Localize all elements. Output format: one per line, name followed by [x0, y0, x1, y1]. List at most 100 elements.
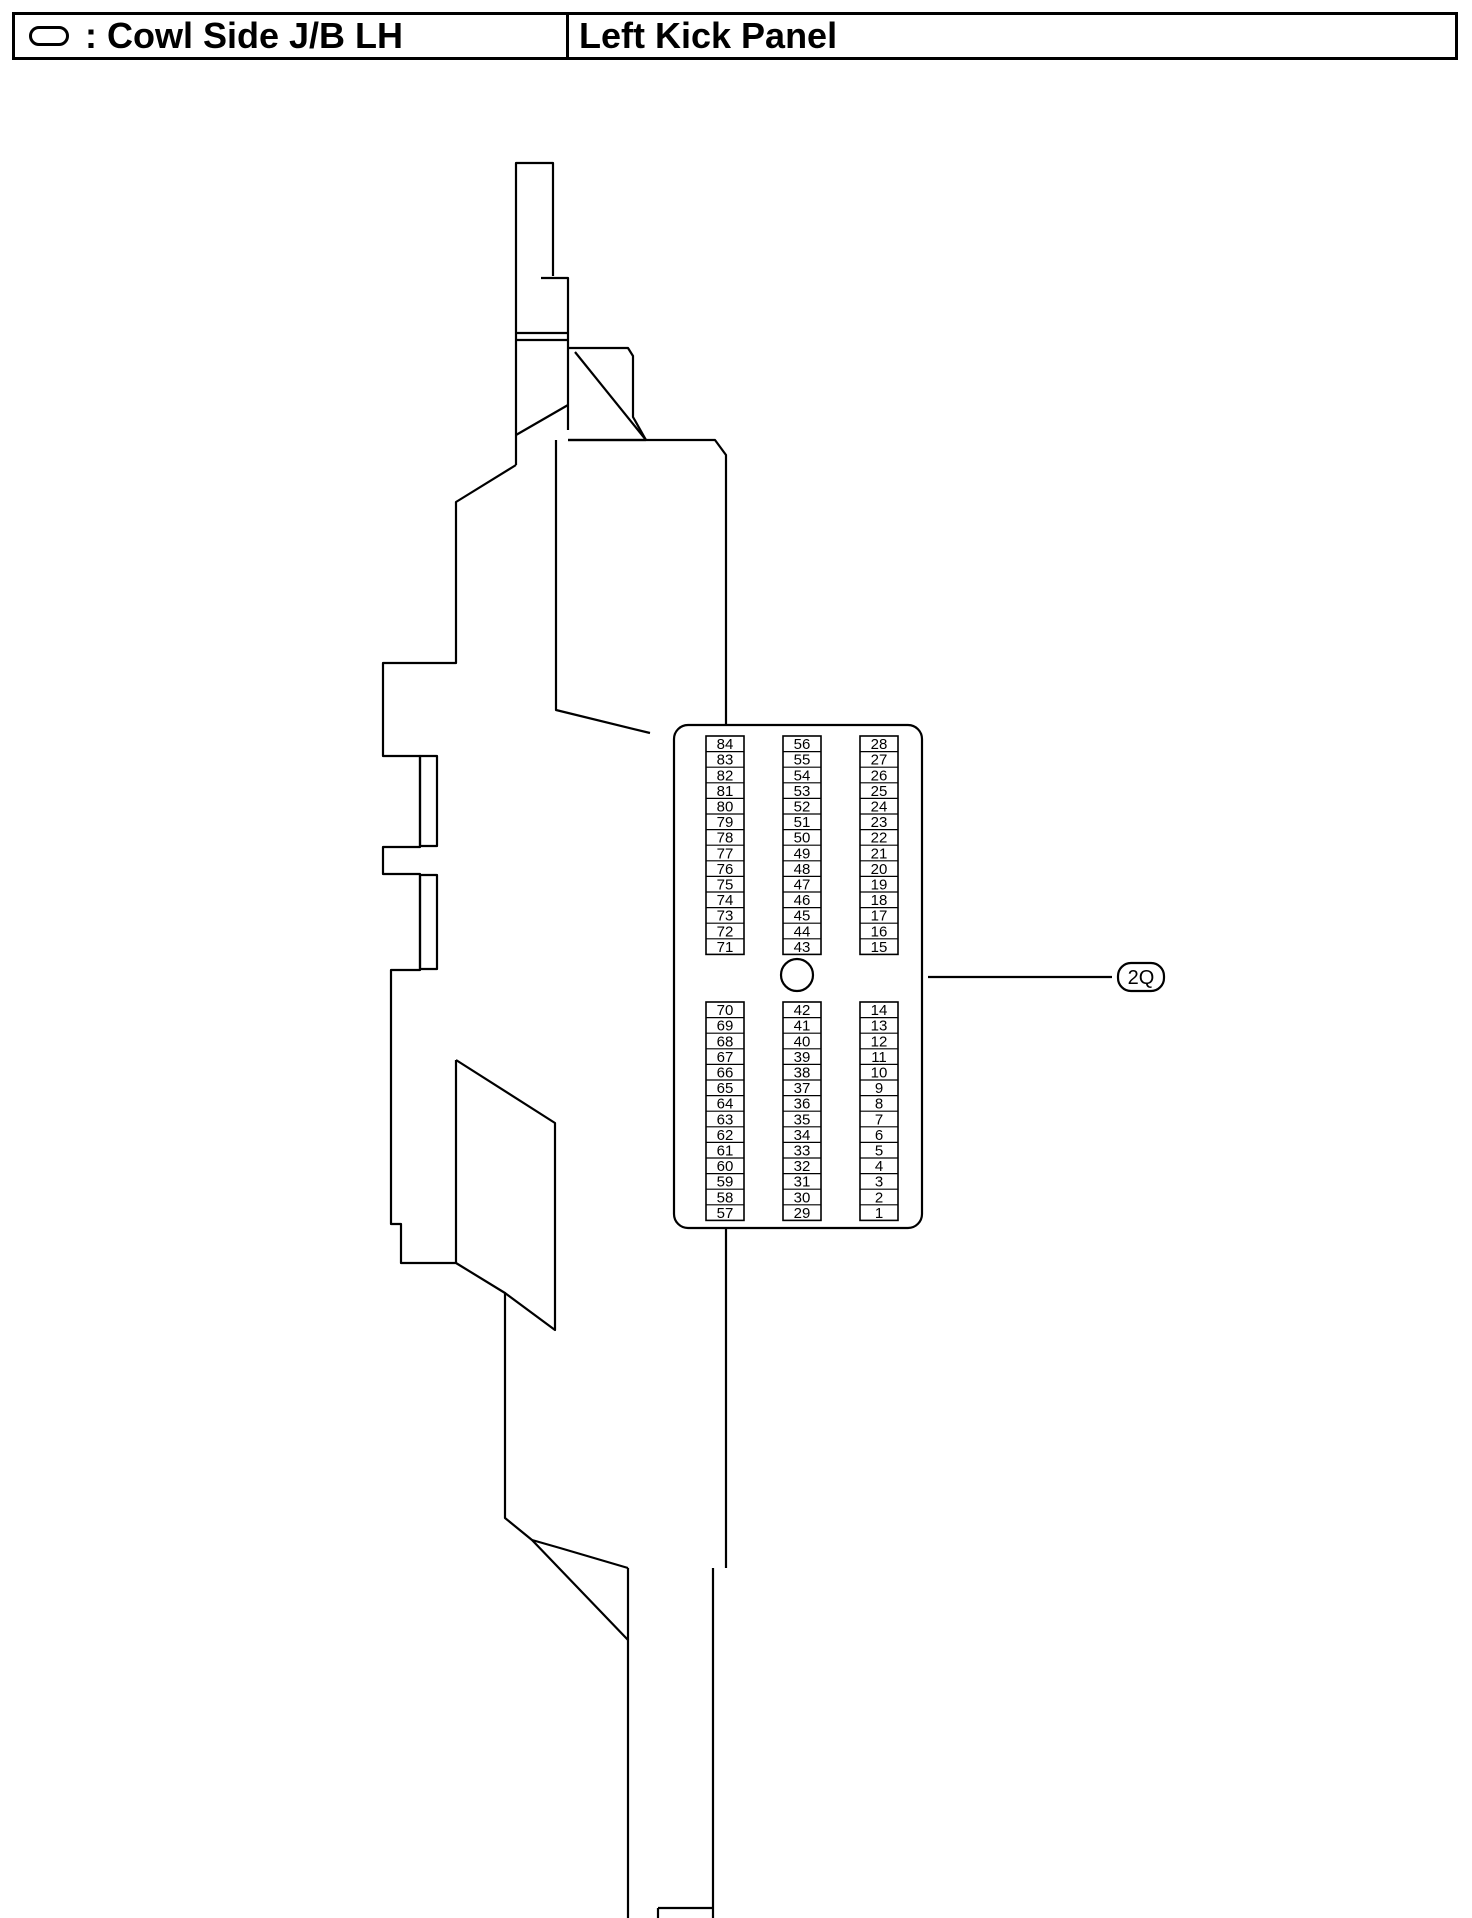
- pin-label: 78: [717, 830, 734, 847]
- pin-label: 54: [794, 767, 811, 784]
- pin-label: 21: [871, 845, 888, 862]
- pin-grid: 8483828180797877767574737271565554535251…: [705, 735, 899, 1222]
- pin-label: 16: [871, 923, 888, 940]
- pin-label: 58: [717, 1189, 734, 1206]
- pin-label: 39: [794, 1049, 811, 1066]
- pin-label: 12: [871, 1033, 888, 1050]
- pin-label: 6: [875, 1127, 883, 1144]
- pin-label: 65: [717, 1080, 734, 1097]
- connector-center-hole: [779, 957, 815, 993]
- pin-label: 9: [875, 1080, 883, 1097]
- pin-label: 80: [717, 799, 734, 816]
- pin-label: 15: [871, 939, 888, 956]
- pin-label: 44: [794, 923, 811, 940]
- pin-label: 10: [871, 1065, 888, 1082]
- pin-label: 68: [717, 1033, 734, 1050]
- pin-label: 73: [717, 908, 734, 925]
- pin-label: 4: [875, 1158, 883, 1175]
- pin-label: 34: [794, 1127, 811, 1144]
- pin-label: 32: [794, 1158, 811, 1175]
- pin-label: 83: [717, 752, 734, 769]
- pin-label: 46: [794, 892, 811, 909]
- pin-label: 41: [794, 1018, 811, 1035]
- header-location: Left Kick Panel: [579, 15, 838, 56]
- pin-label: 38: [794, 1065, 811, 1082]
- pin-label: 59: [717, 1174, 734, 1191]
- header-location-cell: Left Kick Panel: [569, 15, 1455, 57]
- pin-label: 50: [794, 830, 811, 847]
- pin-label: 20: [871, 861, 888, 878]
- pin-label: 23: [871, 814, 888, 831]
- connector-label: 2Q: [1128, 967, 1155, 989]
- pin-label: 71: [717, 939, 734, 956]
- pin-label: 66: [717, 1065, 734, 1082]
- pin-label: 84: [717, 736, 734, 753]
- pin-label: 42: [794, 1002, 811, 1019]
- pin-label: 45: [794, 908, 811, 925]
- pin-label: 30: [794, 1189, 811, 1206]
- pin-label: 35: [794, 1111, 811, 1128]
- pin-label: 3: [875, 1174, 883, 1191]
- pin-label: 79: [717, 814, 734, 831]
- pin-label: 74: [717, 892, 734, 909]
- pin-label: 22: [871, 830, 888, 847]
- header-title-cell: : Cowl Side J/B LH: [15, 15, 569, 57]
- pin-label: 8: [875, 1096, 883, 1113]
- pin-label: 40: [794, 1033, 811, 1050]
- pin-label: 11: [871, 1049, 887, 1066]
- pin-label: 47: [794, 877, 811, 894]
- pin-label: 53: [794, 783, 811, 800]
- pin-label: 60: [717, 1158, 734, 1175]
- pin-label: 43: [794, 939, 811, 956]
- pin-label: 69: [717, 1018, 734, 1035]
- pin-label: 55: [794, 752, 811, 769]
- pin-label: 76: [717, 861, 734, 878]
- pin-label: 31: [794, 1174, 811, 1191]
- pin-label: 63: [717, 1111, 734, 1128]
- pin-label: 14: [871, 1002, 888, 1019]
- pin-label: 57: [717, 1205, 734, 1222]
- pin-label: 82: [717, 767, 734, 784]
- pin-label: 61: [717, 1143, 734, 1160]
- pin-label: 27: [871, 752, 888, 769]
- left-contour: [381, 464, 715, 1918]
- pin-label: 25: [871, 783, 888, 800]
- main-body-top: [568, 438, 728, 725]
- pin-label: 49: [794, 845, 811, 862]
- connector-panel: [672, 723, 924, 1230]
- pin-label: 70: [717, 1002, 734, 1019]
- pin-label: 29: [794, 1205, 811, 1222]
- junction-block-outline: [381, 161, 1166, 1918]
- pin-label: 18: [871, 892, 888, 909]
- pin-label: 64: [717, 1096, 734, 1113]
- pin-label: 2: [875, 1189, 883, 1206]
- header-title: : Cowl Side J/B LH: [85, 15, 404, 56]
- pin-label: 48: [794, 861, 811, 878]
- pin-label: 62: [717, 1127, 734, 1144]
- header-table: : Cowl Side J/B LH Left Kick Panel: [12, 12, 1458, 60]
- pin-label: 5: [875, 1143, 883, 1160]
- pin-label: 72: [717, 923, 734, 940]
- pin-label: 81: [717, 783, 734, 800]
- pin-label: 7: [875, 1111, 883, 1128]
- pin-label: 51: [794, 814, 811, 831]
- pin-label: 19: [871, 877, 888, 894]
- pin-label: 52: [794, 799, 811, 816]
- pin-label: 13: [871, 1018, 888, 1035]
- top-tab: [514, 161, 555, 465]
- pin-label: 37: [794, 1080, 811, 1097]
- upper-bump: [568, 346, 647, 441]
- callout-frame: [1116, 961, 1166, 993]
- pin-label: 33: [794, 1143, 811, 1160]
- pin-label: 17: [871, 908, 888, 925]
- pin-label: 24: [871, 799, 888, 816]
- rounded-rectangle-icon: [29, 26, 69, 46]
- top-inner-tab: [541, 276, 570, 430]
- pin-label: 1: [875, 1205, 883, 1222]
- pin-label: 67: [717, 1049, 734, 1066]
- pin-label: 26: [871, 767, 888, 784]
- pin-label: 56: [794, 736, 811, 753]
- pin-label: 36: [794, 1096, 811, 1113]
- pin-label: 77: [717, 845, 734, 862]
